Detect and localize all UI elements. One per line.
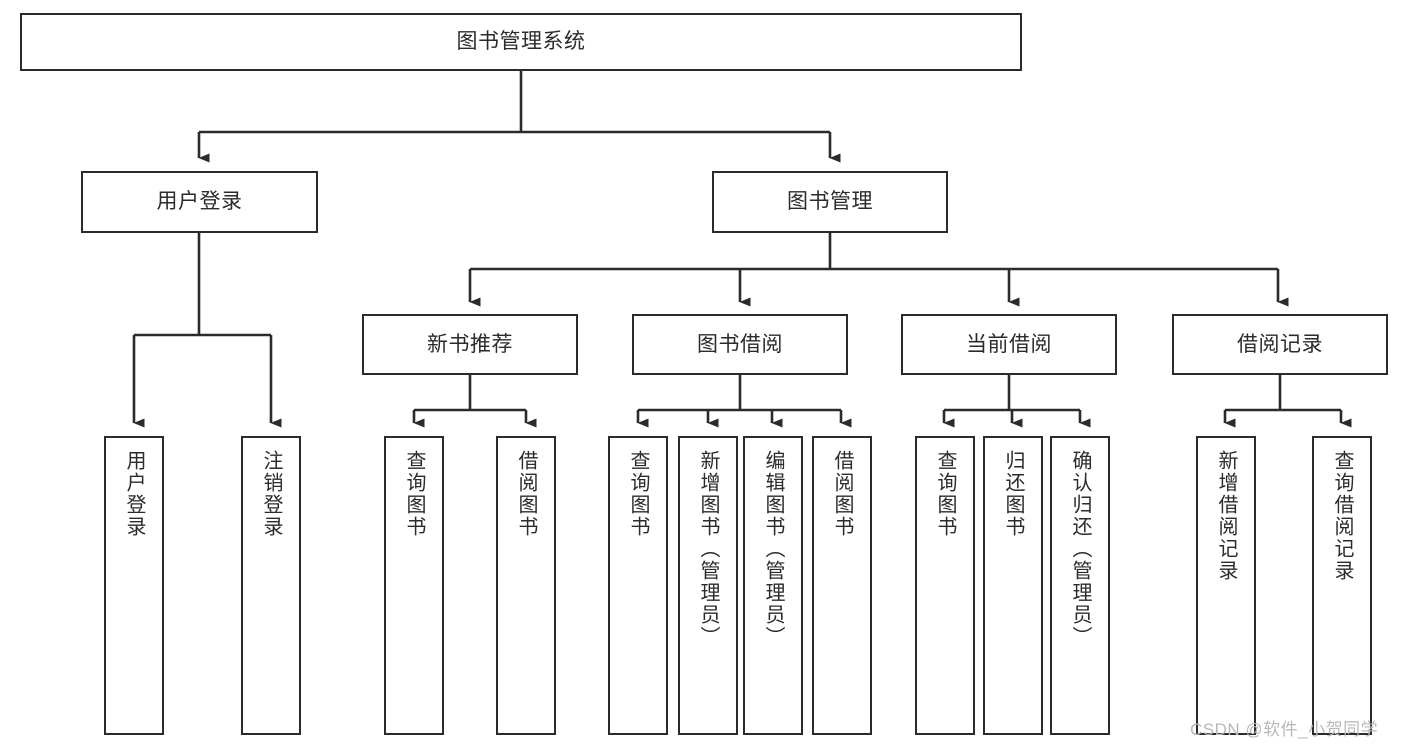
watermark: CSDN @软件_小贺同学 bbox=[1190, 720, 1379, 739]
leaf-borrow-add-book-label: 新增图书（管理员） bbox=[697, 450, 719, 648]
leaf-recommend-query-book[interactable]: 查询图书 bbox=[384, 436, 444, 735]
leaf-user-login-logout[interactable]: 注销登录 bbox=[241, 436, 301, 735]
node-book-management-label: 图书管理 bbox=[787, 190, 873, 214]
leaf-recommend-query-book-label: 查询图书 bbox=[403, 450, 425, 538]
leaf-current-return-book[interactable]: 归还图书 bbox=[983, 436, 1043, 735]
node-current-borrow-label: 当前借阅 bbox=[966, 332, 1052, 356]
node-borrow-record-label: 借阅记录 bbox=[1237, 332, 1323, 356]
leaf-record-add-record[interactable]: 新增借阅记录 bbox=[1196, 436, 1256, 735]
node-root-label: 图书管理系统 bbox=[456, 30, 586, 54]
leaf-user-login-login-label: 用户登录 bbox=[123, 450, 145, 538]
leaf-current-query-book-label: 查询图书 bbox=[934, 450, 956, 538]
leaf-record-query-record[interactable]: 查询借阅记录 bbox=[1312, 436, 1372, 735]
node-book-borrow[interactable]: 图书借阅 bbox=[632, 314, 848, 375]
leaf-record-add-record-label: 新增借阅记录 bbox=[1215, 450, 1237, 582]
leaf-recommend-borrow-book-label: 借阅图书 bbox=[515, 450, 537, 538]
leaf-borrow-query-book[interactable]: 查询图书 bbox=[608, 436, 668, 735]
node-user-login[interactable]: 用户登录 bbox=[81, 171, 318, 233]
node-new-book-recommend-label: 新书推荐 bbox=[427, 332, 513, 356]
leaf-borrow-edit-book[interactable]: 编辑图书（管理员） bbox=[743, 436, 803, 735]
leaf-current-query-book[interactable]: 查询图书 bbox=[915, 436, 975, 735]
leaf-user-login-login[interactable]: 用户登录 bbox=[104, 436, 164, 735]
leaf-current-return-book-label: 归还图书 bbox=[1002, 450, 1024, 538]
node-borrow-record[interactable]: 借阅记录 bbox=[1172, 314, 1388, 375]
leaf-borrow-edit-book-label: 编辑图书（管理员） bbox=[762, 450, 784, 648]
leaf-borrow-borrow-book-label: 借阅图书 bbox=[831, 450, 853, 538]
leaf-user-login-logout-label: 注销登录 bbox=[260, 450, 282, 538]
leaf-borrow-add-book[interactable]: 新增图书（管理员） bbox=[678, 436, 738, 735]
node-root[interactable]: 图书管理系统 bbox=[20, 13, 1022, 71]
leaf-current-confirm-return-label: 确认归还（管理员） bbox=[1069, 450, 1091, 648]
leaf-record-query-record-label: 查询借阅记录 bbox=[1331, 450, 1353, 582]
leaf-recommend-borrow-book[interactable]: 借阅图书 bbox=[496, 436, 556, 735]
leaf-borrow-query-book-label: 查询图书 bbox=[627, 450, 649, 538]
node-book-borrow-label: 图书借阅 bbox=[697, 332, 783, 356]
node-current-borrow[interactable]: 当前借阅 bbox=[901, 314, 1117, 375]
node-user-login-label: 用户登录 bbox=[156, 190, 243, 214]
node-book-management[interactable]: 图书管理 bbox=[712, 171, 948, 233]
leaf-borrow-borrow-book[interactable]: 借阅图书 bbox=[812, 436, 872, 735]
leaf-current-confirm-return[interactable]: 确认归还（管理员） bbox=[1050, 436, 1110, 735]
node-new-book-recommend[interactable]: 新书推荐 bbox=[362, 314, 578, 375]
